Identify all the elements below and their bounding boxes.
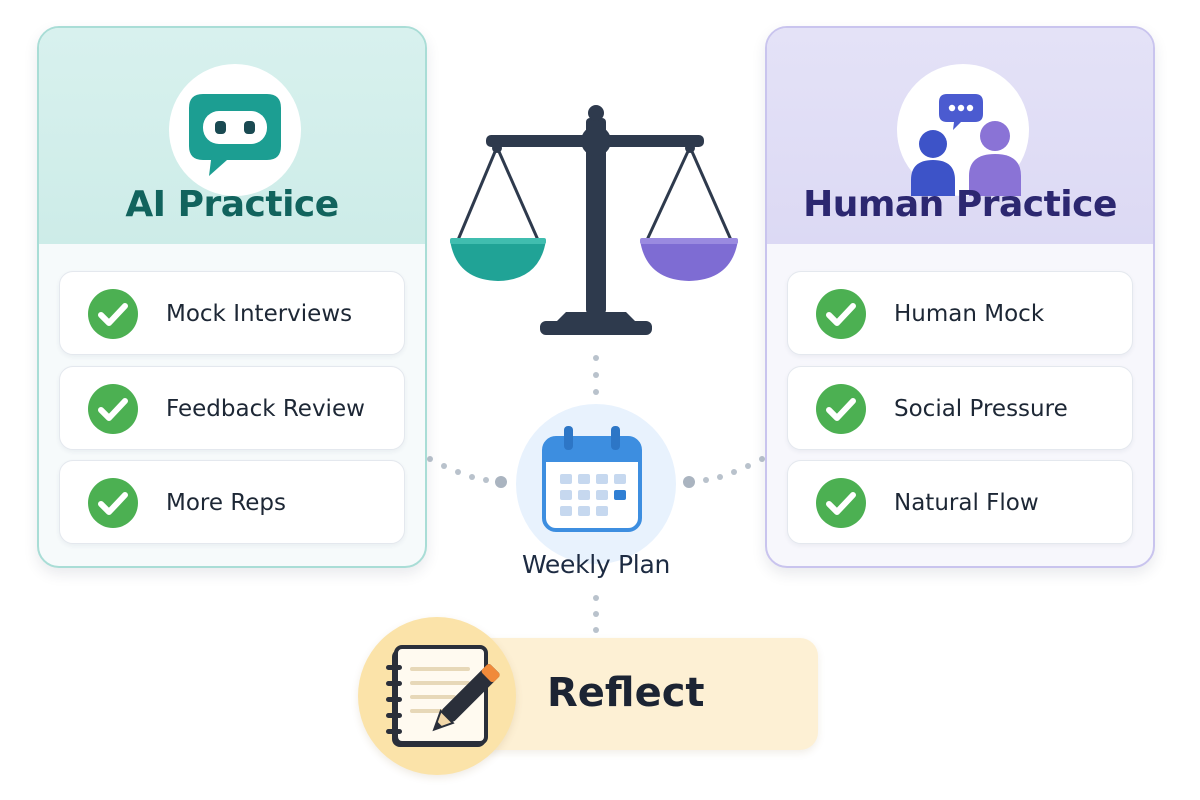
people-chat-icon <box>911 94 1021 196</box>
human-card-header: Human Practice <box>767 28 1153 244</box>
chat-bubble-bot-icon <box>189 94 281 176</box>
reflect-label: Reflect <box>547 670 705 716</box>
list-item: Social Pressure <box>787 366 1133 450</box>
calendar-icon <box>542 426 642 532</box>
balance-scale-icon <box>450 105 738 335</box>
list-item-label: Mock Interviews <box>166 301 353 327</box>
list-item-label: Natural Flow <box>894 490 1039 516</box>
weekly-plan-label: Weekly Plan <box>521 550 671 579</box>
list-item-label: Feedback Review <box>166 396 365 422</box>
check-circle-icon <box>88 478 138 528</box>
notebook-pencil-icon <box>386 645 500 747</box>
human-card-title: Human Practice <box>803 184 1117 225</box>
list-item: Mock Interviews <box>59 271 405 355</box>
list-item-label: Human Mock <box>894 301 1045 327</box>
list-item: Feedback Review <box>59 366 405 450</box>
ai-practice-card: AI Practice Mock Interviews Feedback Rev… <box>37 26 427 568</box>
list-item-label: Social Pressure <box>894 396 1068 422</box>
check-circle-icon <box>816 478 866 528</box>
human-practice-card: Human Practice Human Mock Social Pressur… <box>765 26 1155 568</box>
list-item: Natural Flow <box>787 460 1133 544</box>
list-item: Human Mock <box>787 271 1133 355</box>
list-item: More Reps <box>59 460 405 544</box>
ai-card-header: AI Practice <box>39 28 425 244</box>
check-circle-icon <box>88 289 138 339</box>
ai-avatar <box>169 64 301 196</box>
weekly-plan-node <box>516 404 676 564</box>
human-avatar <box>897 64 1029 196</box>
check-circle-icon <box>88 384 138 434</box>
list-item-label: More Reps <box>166 490 287 516</box>
ai-card-title: AI Practice <box>125 184 339 225</box>
check-circle-icon <box>816 289 866 339</box>
check-circle-icon <box>816 384 866 434</box>
reflect-node <box>358 617 516 775</box>
